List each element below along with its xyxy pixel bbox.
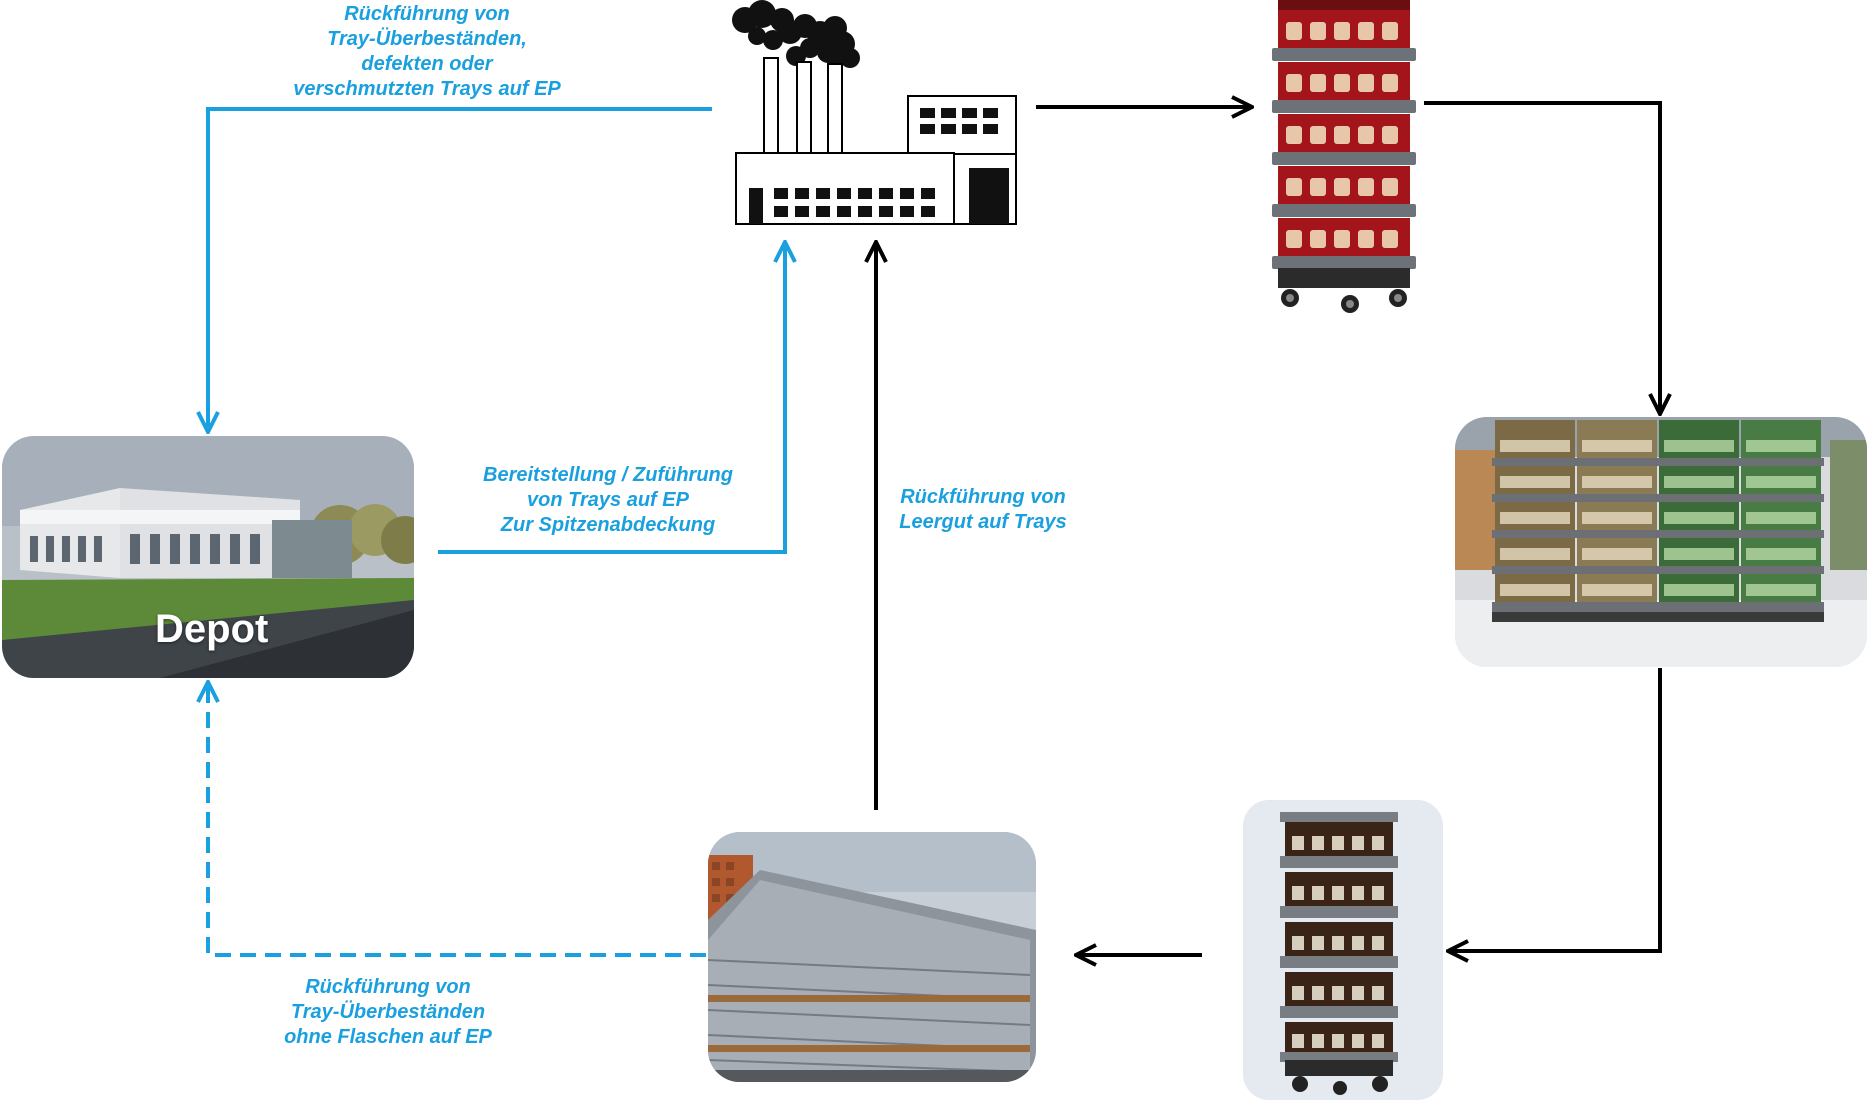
supermarket-display-photo [1455,417,1867,667]
label-provision: Bereitstellung / Zuführung von Trays auf… [483,464,733,536]
flow-arrows [208,103,1660,955]
label-top-return: Rückführung von Tray-Überbeständen, defe… [293,3,561,100]
arrow-depot-to-factory [438,242,785,554]
label-empties-return: Rückführung von Leergut auf Trays [899,486,1067,533]
arrow-warehouse-to-depot [208,682,706,957]
depot-photo [2,436,414,678]
arrow-store-to-consumer [1448,668,1662,951]
empties-tray-tower-photo [1243,800,1443,1100]
beverage-tray-tower-photo [1272,0,1416,313]
depot-label: Depot [155,607,269,651]
factory-icon [732,0,1017,225]
stacked-empties-yard-photo [708,832,1036,1082]
arrow-factory-to-depot [208,107,712,432]
arrow-tower-to-store [1424,101,1660,414]
label-bottom-return: Rückführung von Tray-Überbeständen ohne … [284,976,492,1048]
